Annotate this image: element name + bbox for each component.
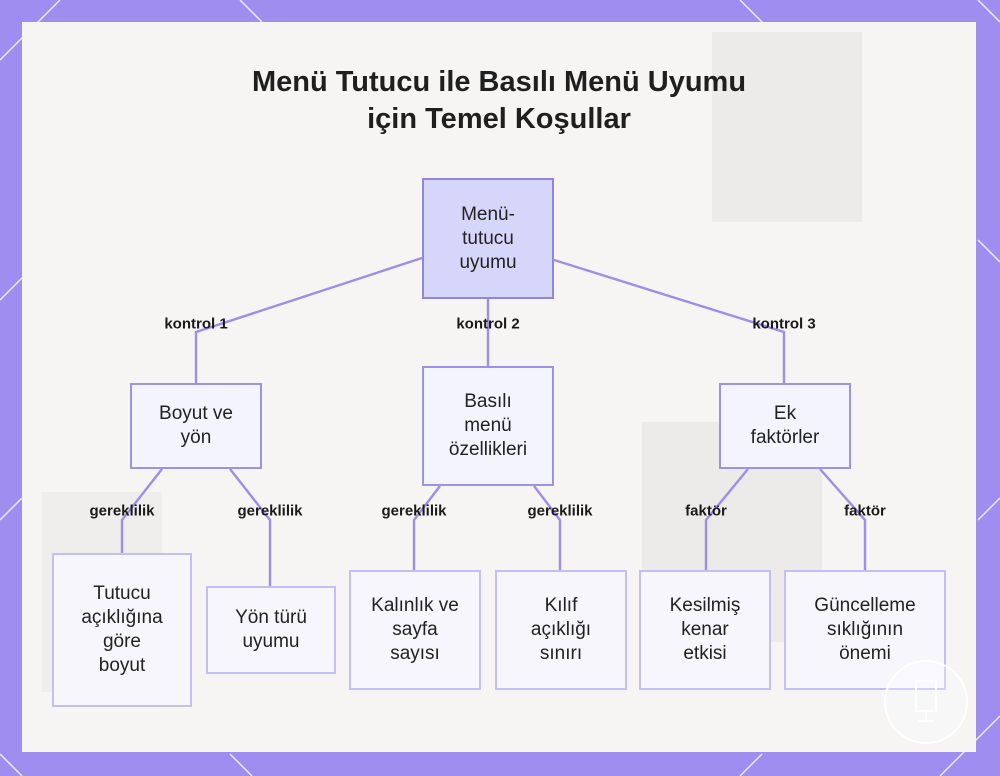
node-sleeve-opening: Kılıf açıklığı sınırı [495, 570, 627, 690]
title-line-1: Menü Tutucu ile Basılı Menü Uyumu [251, 66, 747, 98]
node-text: faktörler [750, 427, 820, 448]
node-root: Menü- tutucu uyumu [422, 178, 554, 299]
node-text: sınırı [539, 643, 583, 664]
node-text: Menü- [461, 203, 515, 225]
node-text: uyumu [242, 631, 300, 652]
node-size-orientation: Boyut ve yön [130, 383, 262, 469]
node-text: sayısı [390, 643, 440, 664]
node-update-frequency: Güncelleme sıklığının önemi [784, 570, 946, 690]
edge-label-factor: faktör [844, 502, 886, 520]
edge-label-control-3: kontrol 3 [752, 315, 816, 333]
node-extra-factors: Ek faktörler [719, 383, 851, 469]
node-printed-menu: Basılı menü özellikleri [422, 366, 554, 486]
node-text: Basılı [464, 391, 512, 412]
node-text: sayfa [392, 619, 438, 640]
edge-extra-cutedge [704, 468, 749, 570]
node-text: boyut [98, 655, 146, 676]
node-text: açıklığı [530, 619, 592, 640]
title-line-2: için Temel Koşullar [367, 103, 631, 135]
node-orientation-type: Yön türü uyumu [206, 586, 336, 674]
node-thickness-pages: Kalınlık ve sayfa sayısı [349, 570, 481, 690]
node-text: kenar [681, 619, 729, 640]
edge-root-extra [553, 258, 786, 383]
edge-size-orientation [229, 468, 272, 586]
edge-label-control-2: kontrol 2 [456, 315, 520, 333]
node-text: Boyut ve [159, 403, 233, 424]
edge-label-requirement: gereklilik [527, 502, 593, 520]
node-text: menü [464, 415, 512, 436]
node-text: uyumu [459, 251, 517, 273]
page-title: Menü Tutucu ile Basılı Menü Uyumu için T… [22, 64, 976, 138]
node-holder-size: Tutucu açıklığına göre boyut [52, 553, 192, 707]
node-text: göre [102, 631, 141, 652]
node-text: Kalınlık ve [371, 595, 459, 616]
node-text: yön [180, 427, 212, 448]
edge-extra-update [819, 468, 867, 570]
edge-label-requirement: gereklilik [381, 502, 447, 520]
node-text: sıklığının [826, 619, 904, 640]
edge-printed-thickness [412, 485, 441, 570]
node-text: etkisi [683, 643, 727, 664]
node-text: önemi [839, 643, 891, 664]
edge-size-holder [120, 468, 163, 553]
node-text: açıklığına [81, 607, 163, 628]
menu-holder-icon [915, 680, 937, 722]
node-text: Kılıf [544, 595, 578, 616]
edge-label-requirement: gereklilik [89, 502, 155, 520]
node-text: Ek [773, 403, 797, 424]
node-text: özellikleri [448, 439, 528, 460]
node-text: Kesilmiş [669, 595, 741, 616]
edge-label-requirement: gereklilik [237, 502, 303, 520]
node-text: tutucu [462, 227, 514, 249]
edge-label-factor: faktör [685, 502, 727, 520]
edge-root-size [194, 256, 423, 383]
node-cut-edge: Kesilmiş kenar etkisi [639, 570, 771, 690]
node-text: Yön türü [235, 607, 307, 628]
edge-label-control-1: kontrol 1 [164, 315, 228, 333]
node-text: Tutucu [93, 583, 151, 604]
watermark-badge-icon [884, 660, 968, 744]
node-text: Güncelleme [814, 595, 916, 616]
edge-printed-sleeve [533, 485, 562, 570]
